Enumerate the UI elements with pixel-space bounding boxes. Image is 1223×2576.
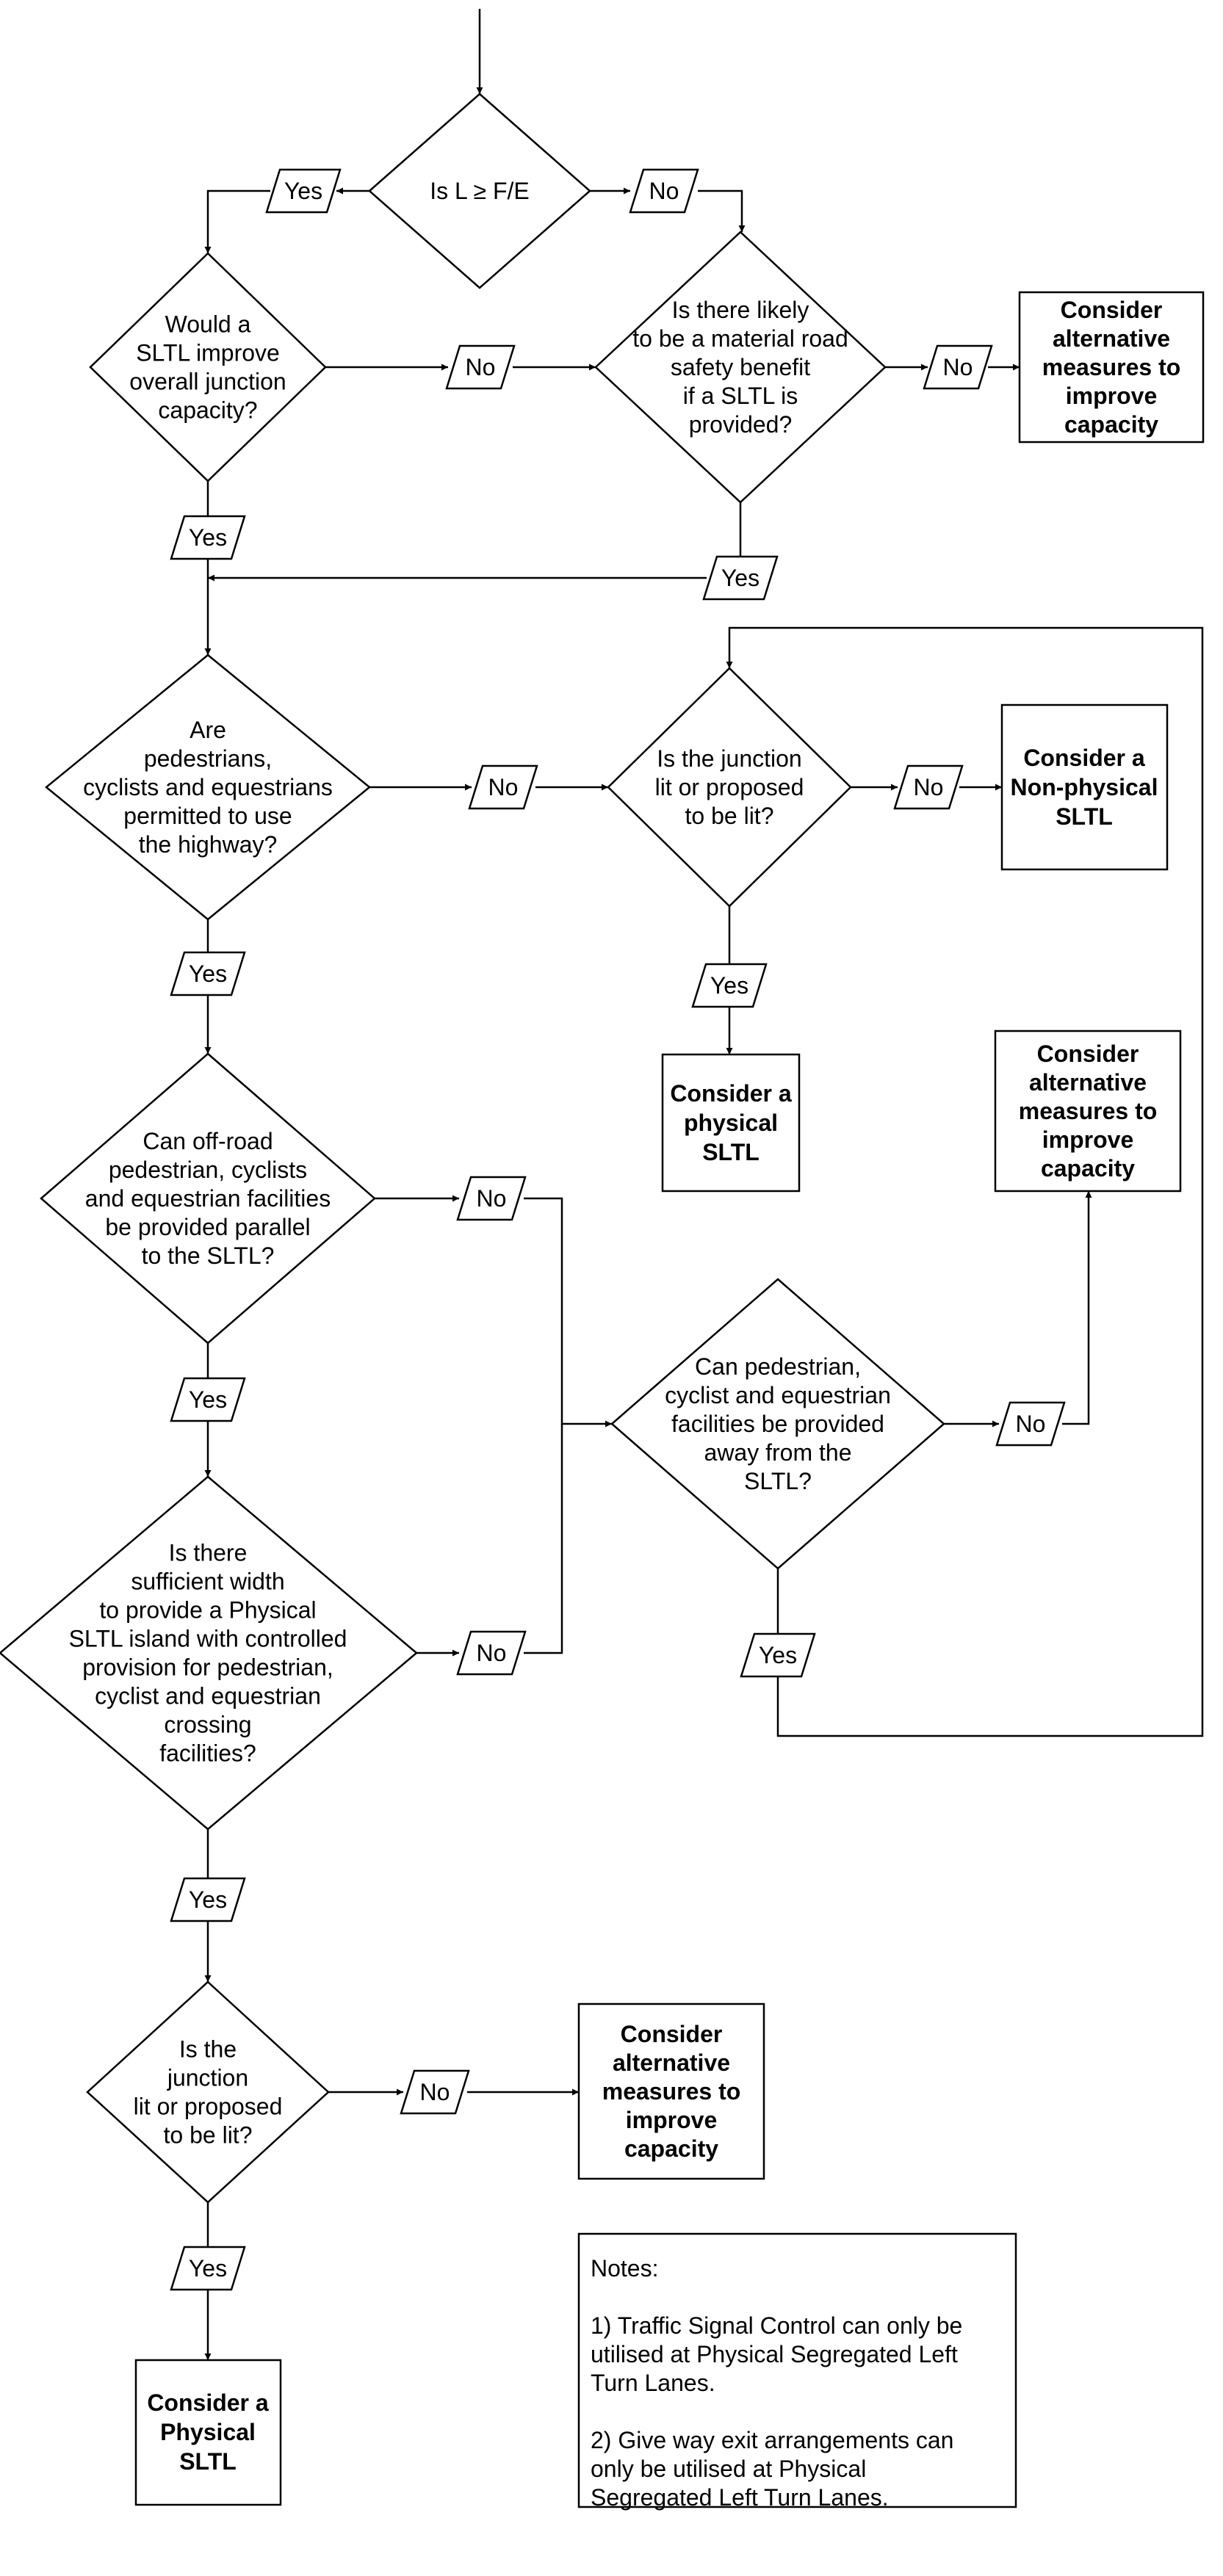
terminal-alternative-measures-1: [1018, 291, 1205, 444]
yes-label-6: Yes: [721, 565, 760, 591]
connector-25: [1062, 1191, 1092, 1425]
connector-23: [524, 1197, 612, 1428]
no-label-shape-17: [400, 2069, 470, 2115]
no-label-shape-14: [456, 1630, 527, 1676]
decision-sltl-improve-capacity: [89, 252, 327, 482]
yes-label-shape-16: [170, 1877, 246, 1922]
yes-label-shape-1: [265, 168, 342, 214]
decision-junction-lit-upper: [607, 667, 852, 908]
no-label-shape-7: [468, 764, 538, 810]
no-label-shape-13: [995, 1401, 1066, 1447]
connector-5: [698, 189, 746, 232]
no-label-shape-4: [923, 344, 993, 390]
terminal-physical-sltl-lower: [134, 2359, 282, 2506]
yes-label-5: Yes: [189, 524, 227, 551]
yes-label-9: Yes: [189, 960, 227, 987]
terminal-physical-sltl-upper: [661, 1053, 801, 1193]
no-label-shape-3: [445, 344, 516, 390]
connector-29: [524, 1424, 563, 1654]
no-label-13: No: [1016, 1411, 1046, 1437]
terminal-non-physical-sltl: [1000, 703, 1169, 871]
decision-is-l-gte-fe: [368, 93, 591, 289]
no-label-14: No: [477, 1640, 507, 1666]
no-label-2: No: [649, 178, 679, 204]
notes-text: Notes:1) Traffic Signal Control can only…: [591, 2255, 962, 2511]
no-label-3: No: [466, 354, 496, 380]
yes-label-shape-12: [170, 1377, 246, 1422]
yes-label-shape-15: [740, 1632, 816, 1678]
yes-label-18: Yes: [189, 2255, 227, 2282]
connector-31: [726, 626, 1204, 1737]
yes-label-12: Yes: [189, 1386, 227, 1413]
no-label-7: No: [488, 774, 519, 800]
no-label-4: No: [943, 354, 973, 380]
notes-box: [577, 2232, 1017, 2508]
no-label-shape-8: [893, 764, 964, 810]
decision-road-safety-benefit: [594, 231, 887, 504]
decision-offroad-facilities-parallel: [40, 1052, 376, 1345]
yes-label-10: Yes: [710, 972, 748, 999]
connector-lines: [204, 9, 1204, 2360]
terminal-alternative-measures-2: [994, 1030, 1182, 1193]
decision-sufficient-width-island: [0, 1475, 418, 1831]
decision-junction-lit-lower: [86, 1980, 330, 2204]
no-label-17: No: [420, 2079, 450, 2105]
no-label-8: No: [914, 774, 944, 800]
no-label-shape-11: [456, 1176, 527, 1221]
yes-label-shape-9: [170, 951, 246, 996]
yes-label-shape-5: [170, 515, 246, 560]
yes-label-16: Yes: [189, 1886, 227, 1913]
decision-ped-cyc-eq-permitted: [45, 654, 371, 921]
no-label-shape-2: [629, 168, 699, 214]
d1-text: Is L ≥ F/E: [430, 178, 530, 204]
no-label-11: No: [477, 1185, 507, 1212]
decision-facilities-away-from-sltl: [610, 1278, 945, 1570]
yes-label-15: Yes: [759, 1642, 797, 1668]
yes-label-1: Yes: [284, 178, 322, 204]
yes-label-shape-6: [702, 555, 779, 601]
yes-label-shape-18: [170, 2246, 246, 2291]
terminal-alternative-measures-3: [577, 2002, 765, 2180]
connector-4: [204, 189, 270, 253]
yes-label-shape-10: [691, 963, 768, 1008]
